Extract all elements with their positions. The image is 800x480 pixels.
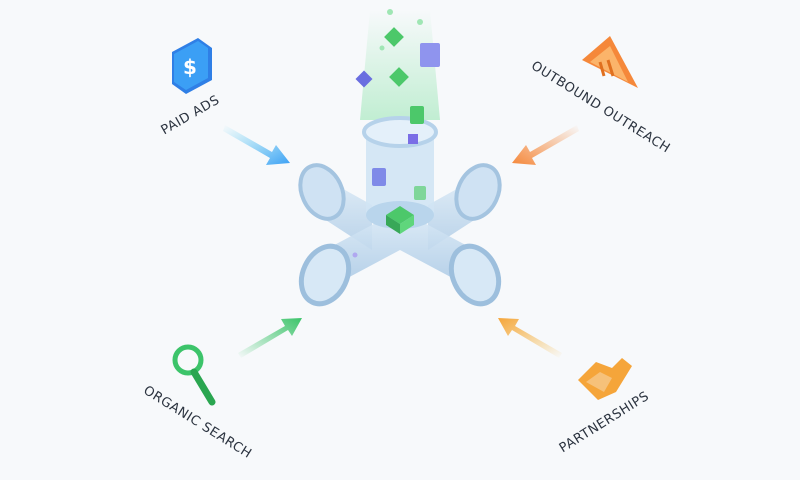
arrow-partnerships <box>498 318 562 358</box>
svg-text:$: $ <box>183 55 197 79</box>
handshake-icon <box>578 358 632 400</box>
magnifier-icon <box>172 344 216 406</box>
megaphone-icon <box>582 36 638 88</box>
dollar-tag-icon: $ <box>172 38 212 94</box>
arrow-paid-ads <box>223 125 290 165</box>
arrow-outbound-outreach <box>512 125 579 165</box>
pipe-junction-icon <box>298 9 502 307</box>
arrow-organic-search <box>238 318 302 358</box>
